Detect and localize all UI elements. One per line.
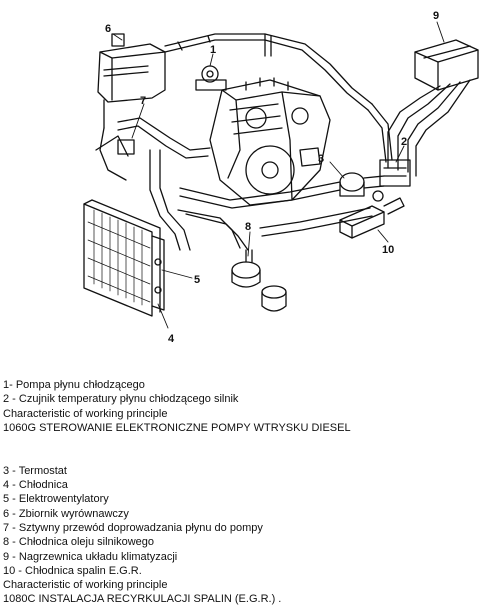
expansion-tank bbox=[97, 33, 166, 129]
callout-10: 10 bbox=[382, 244, 394, 256]
callout-5: 5 bbox=[194, 274, 200, 286]
legend-item: 7 - Sztywny przewód doprowadzania płynu … bbox=[3, 521, 263, 534]
oil-cooler bbox=[231, 249, 287, 312]
legend-item: Characteristic of working principle bbox=[3, 579, 168, 592]
engine-block bbox=[209, 77, 331, 206]
water-pump bbox=[195, 65, 227, 91]
legend-item: 9 - Nagrzewnica układu klimatyzacji bbox=[3, 550, 178, 563]
legend-item: 1- Pompa płynu chłodzącego bbox=[3, 379, 145, 391]
legend: 1- Pompa płynu chłodzącego 2 - Czujnik t… bbox=[3, 378, 489, 607]
legend-item: 1080C INSTALACJA RECYRKULACJI SPALIN (E.… bbox=[3, 593, 282, 606]
rigid-pump-pipe bbox=[95, 117, 211, 181]
legend-item: 2 - Czujnik temperatury płynu chłodząceg… bbox=[3, 393, 239, 406]
callout-4: 4 bbox=[168, 333, 175, 345]
legend-item: Characteristic of working principle bbox=[3, 407, 168, 420]
heater-hoses bbox=[387, 79, 471, 177]
legend-item: 3 - Termostat bbox=[3, 464, 67, 477]
heater-core bbox=[414, 39, 479, 91]
leader-lines bbox=[112, 21, 445, 329]
electric-fans bbox=[151, 235, 165, 311]
callout-8: 8 bbox=[245, 221, 251, 233]
legend-item: 5 - Elektrowentylatory bbox=[3, 493, 109, 506]
egr-cooler bbox=[339, 190, 405, 239]
legend-item: 8 - Chłodnica oleju silnikowego bbox=[3, 536, 155, 549]
callout-7: 7 bbox=[140, 95, 146, 107]
callout-1: 1 bbox=[210, 44, 216, 56]
callout-2: 2 bbox=[401, 136, 407, 148]
callout-9: 9 bbox=[433, 10, 439, 22]
radiator bbox=[83, 199, 161, 317]
legend-item: 1060G STEROWANIE ELEKTRONICZNE POMPY WTR… bbox=[3, 421, 351, 434]
legend-item: 6 - Zbiornik wyrównawczy bbox=[3, 507, 129, 520]
lower-hoses bbox=[149, 149, 373, 251]
legend-item: 10 - Chłodnica spalin E.G.R. bbox=[3, 564, 142, 577]
callout-6: 6 bbox=[105, 23, 111, 35]
cooling-system-diagram: 1 2 3 4 5 6 7 8 9 10 bbox=[83, 10, 479, 345]
connector-block bbox=[379, 159, 411, 187]
legend-item: 4 - Chłodnica bbox=[3, 479, 68, 492]
upper-hoses bbox=[164, 33, 393, 163]
callout-3: 3 bbox=[318, 153, 324, 165]
thermostat bbox=[339, 172, 385, 197]
